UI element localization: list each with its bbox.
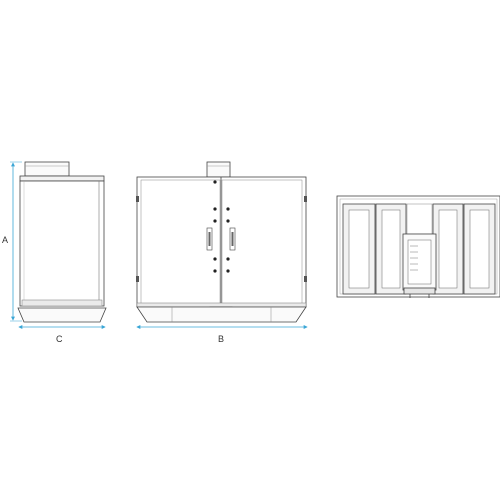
side-view (17, 161, 107, 323)
panel-3 (432, 203, 464, 295)
front-view (136, 161, 307, 323)
central-module (402, 203, 437, 298)
front-plinth (136, 302, 307, 308)
panel-1 (342, 203, 376, 295)
side-bottom-strip (21, 299, 103, 307)
side-top-plate (19, 175, 105, 182)
panel-2 (375, 203, 407, 295)
side-base (17, 307, 107, 323)
handle-left (206, 227, 213, 251)
hinge (136, 276, 139, 282)
hinge (304, 196, 307, 202)
hinge (304, 276, 307, 282)
dimension-c: C (18, 325, 106, 344)
interior-view (336, 195, 500, 298)
side-body (19, 180, 105, 307)
dimension-a: A (2, 161, 22, 322)
handle-right (229, 227, 236, 251)
dimension-b-label: B (218, 334, 224, 344)
panel-4 (463, 203, 496, 295)
dimension-b: B (136, 325, 308, 344)
side-top-unit (24, 161, 70, 177)
front-base (136, 306, 307, 323)
front-top-unit (206, 161, 231, 178)
hinge (136, 196, 139, 202)
dimension-c-label: C (56, 334, 63, 344)
dimension-a-label: A (2, 235, 8, 245)
front-body (136, 176, 307, 308)
